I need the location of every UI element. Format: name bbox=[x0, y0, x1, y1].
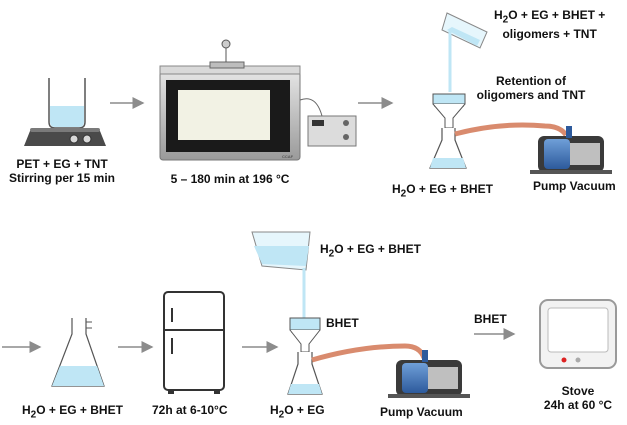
step7-arrow-label: BHET bbox=[474, 312, 507, 326]
microwave-reactor bbox=[159, 39, 357, 161]
stove-oven bbox=[539, 299, 617, 369]
step3-pour-label: H2O + EG + BHET + oligomers + TNT bbox=[494, 8, 605, 41]
vacuum-pump-2 bbox=[388, 350, 470, 398]
step3-pour-line1: H2O + EG + BHET + bbox=[494, 8, 606, 26]
step4-label: H2O + EG + BHET bbox=[22, 403, 123, 421]
filtration-setup-1 bbox=[429, 93, 569, 169]
step6-pour-label: H2O + EG + BHET bbox=[320, 242, 421, 260]
step7-line1: Stove bbox=[561, 384, 595, 398]
pouring-beaker-2 bbox=[251, 231, 311, 318]
step6-retained-label: BHET bbox=[326, 316, 359, 330]
retention-line1: Retention of bbox=[496, 74, 566, 88]
hot-plate-stirrer bbox=[24, 78, 106, 146]
vacuum-pump-1 bbox=[530, 126, 612, 174]
pouring-beaker-1 bbox=[441, 12, 488, 92]
step1-line2: Stirring per 15 min bbox=[8, 171, 116, 185]
step1-line1: PET + EG + TNT bbox=[16, 157, 108, 171]
retention-line2: oligomers and TNT bbox=[476, 88, 586, 102]
step6-pump-label: Pump Vacuum bbox=[380, 405, 463, 419]
step3-pour-line2: oligomers + TNT bbox=[502, 27, 597, 42]
step1-label: PET + EG + TNT Stirring per 15 min bbox=[4, 157, 120, 185]
step3-pump-label: Pump Vacuum bbox=[533, 179, 616, 193]
step7-line2: 24h at 60 °C bbox=[543, 398, 613, 412]
refrigerator bbox=[163, 291, 225, 394]
filtration-setup-2 bbox=[287, 317, 427, 395]
erlenmeyer-flask bbox=[51, 318, 105, 387]
step2-label: 5 – 180 min at 196 °C bbox=[170, 172, 290, 186]
reactor-badge: CCAF bbox=[282, 154, 294, 159]
step5-label: 72h at 6-10°C bbox=[152, 403, 228, 417]
step7-label: Stove 24h at 60 °C bbox=[526, 384, 627, 412]
step6-filtrate-label: H2O + EG bbox=[270, 403, 325, 421]
retention-label: Retention of oligomers and TNT bbox=[458, 74, 604, 102]
step3-filtrate-label: H2O + EG + BHET bbox=[392, 182, 493, 200]
